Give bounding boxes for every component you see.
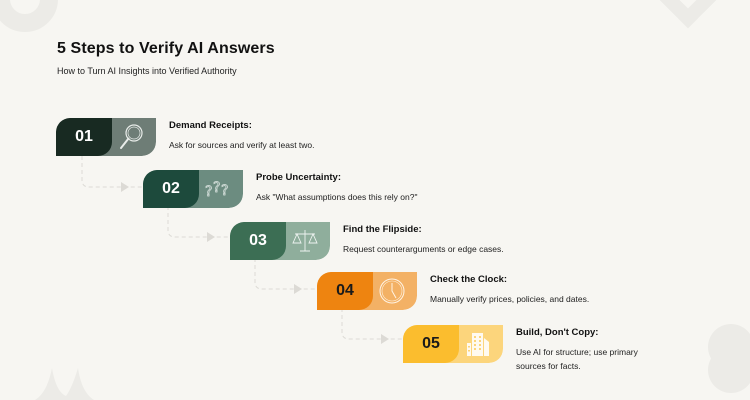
step-title: Check the Clock:: [430, 274, 508, 285]
step-3: 03 Find the Flipside: Request counterarg…: [230, 222, 543, 260]
step-badge: 05: [403, 325, 503, 363]
magnifier-icon: [120, 124, 143, 149]
step-badge: 01: [56, 118, 156, 156]
step-description: Ask for sources and verify at least two.: [169, 140, 315, 150]
connector-2-3: [167, 206, 234, 242]
decorative-circle: [708, 347, 750, 393]
step-number: 03: [230, 222, 286, 260]
step-badge: 04: [317, 272, 417, 310]
step-2: 02 ? ? ? Probe Uncertainty: Ask "What as…: [143, 170, 456, 208]
step-title: Build, Don't Copy:: [516, 327, 599, 338]
connector-1-2: [81, 156, 148, 192]
clock-icon: [379, 278, 405, 304]
page-subtitle: How to Turn AI Insights into Verified Au…: [57, 66, 237, 76]
step-number: 02: [143, 170, 199, 208]
step-description: Ask "What assumptions does this rely on?…: [256, 192, 418, 202]
svg-text:?: ?: [205, 184, 212, 200]
step-5: 05 Build, Don't Copy: Use AI for structu…: [403, 325, 641, 371]
scales-icon: [292, 230, 318, 252]
svg-text:?: ?: [221, 183, 228, 199]
connector-4-5: [341, 308, 408, 344]
svg-text:?: ?: [213, 180, 220, 196]
decorative-ring: [0, 0, 58, 32]
step-badge: 02 ? ? ?: [143, 170, 243, 208]
decorative-chevron: [659, 0, 717, 29]
step-title: Find the Flipside:: [343, 224, 422, 235]
step-description: Manually verify prices, policies, and da…: [430, 294, 590, 304]
step-badge: 03: [230, 222, 330, 260]
connector-3-4: [254, 258, 321, 294]
step-1: 01 Demand Receipts: Ask for sources and …: [56, 118, 369, 156]
decorative-peaks: [34, 368, 94, 400]
step-number: 05: [403, 325, 459, 363]
step-4: 04 Check the Clock: Manually verify pric…: [317, 272, 630, 310]
step-title: Demand Receipts:: [169, 120, 252, 131]
question-marks-icon: ? ? ?: [205, 180, 229, 201]
step-description: Request counterarguments or edge cases.: [343, 244, 504, 254]
step-description: Use AI for structure; use primary source…: [516, 347, 638, 371]
step-number: 04: [317, 272, 373, 310]
step-number: 01: [56, 118, 112, 156]
step-title: Probe Uncertainty:: [256, 172, 341, 183]
page-title: 5 Steps to Verify AI Answers: [57, 40, 275, 57]
buildings-icon: [467, 333, 489, 356]
